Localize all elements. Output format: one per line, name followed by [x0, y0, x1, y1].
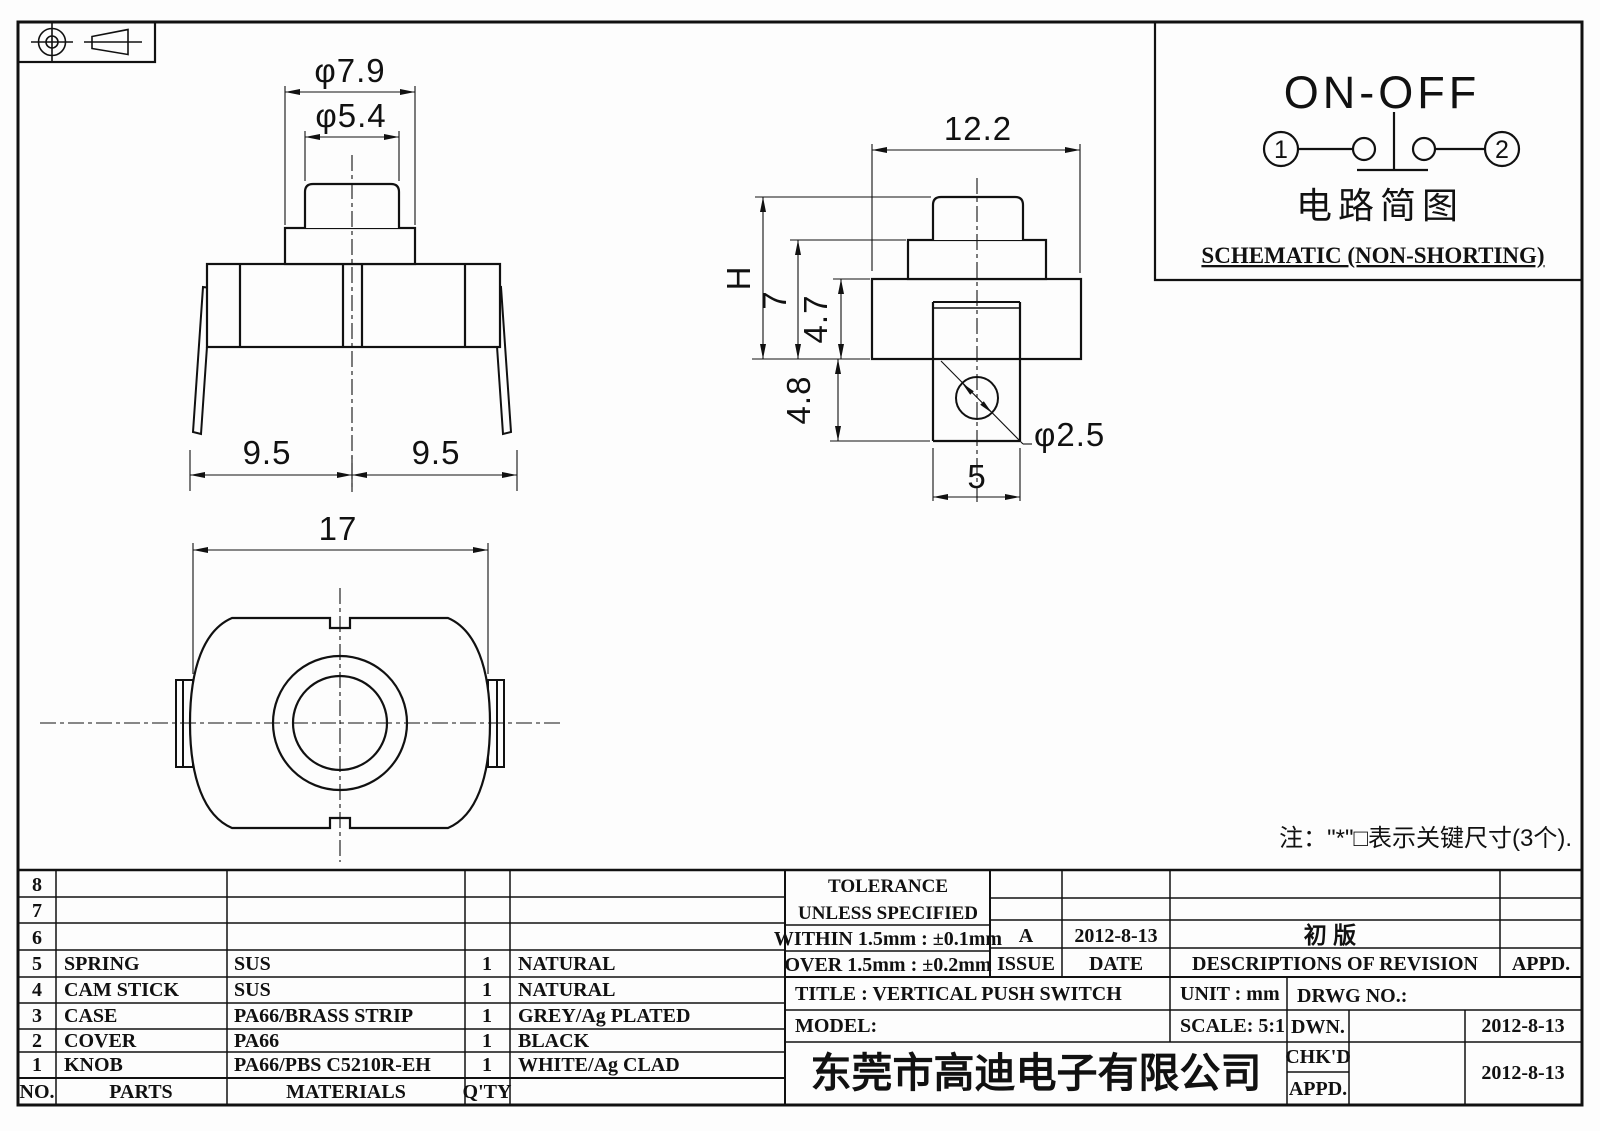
tolerance-revision-grid — [785, 868, 1582, 978]
tolerance-block: TOLERANCE UNLESS SPECIFIED WITHIN 1.5mm … — [774, 876, 1003, 976]
model-field: MODEL: — [795, 1015, 877, 1037]
dim-front-knob-dia: φ5.4 — [315, 97, 386, 134]
header-qty: Q'TY — [463, 1081, 512, 1103]
revision-appd-label: APPD. — [1512, 953, 1570, 975]
unit-field: UNIT : mm — [1180, 983, 1280, 1005]
revision-description-label: DESCRIPTIONS OF REVISION — [1192, 953, 1479, 975]
row-no: 8 — [32, 874, 42, 896]
schematic-title: ON-OFF — [1284, 67, 1480, 118]
schematic-caption-en: SCHEMATIC (NON-SHORTING) — [1201, 243, 1544, 268]
dim-side-height-body: 4.7 — [797, 295, 834, 344]
schematic-circuit — [1262, 112, 1521, 172]
drwg-no-field: DRWG NO.: — [1297, 985, 1407, 1007]
row-part: SPRING — [64, 953, 140, 975]
bottom-view-centerlines — [40, 588, 560, 862]
contact-right-icon — [1411, 136, 1437, 162]
row-material: PA66 — [234, 1030, 279, 1052]
revision-description-value: 初 版 — [1304, 922, 1356, 948]
schematic-caption-cn: 电路简图 — [1296, 185, 1464, 226]
row-material: SUS — [234, 953, 271, 975]
appd-label: APPD. — [1289, 1078, 1347, 1100]
row-finish: NATURAL — [518, 953, 615, 975]
contact-left-icon — [1351, 136, 1377, 162]
row-no: 1 — [32, 1054, 42, 1076]
dim-side-height-upper: 7 — [756, 290, 793, 309]
row-qty: 1 — [482, 979, 492, 1001]
row-finish: NATURAL — [518, 979, 615, 1001]
row-qty: 1 — [482, 953, 492, 975]
revision-block: A 2012-8-13 初 版 ISSUE DATE DESCRIPTIONS … — [997, 922, 1570, 975]
title-field: TITLE : VERTICAL PUSH SWITCH — [795, 983, 1122, 1005]
tolerance-line1: TOLERANCE — [828, 876, 948, 897]
side-view: 12.2 H 7 4.7 4.8 5 φ2.5 — [720, 110, 1105, 505]
row-material: SUS — [234, 979, 271, 1001]
dim-side-height-total: H — [720, 266, 757, 291]
front-view-dimension-lines — [189, 86, 518, 491]
dwn-date: 2012-8-13 — [1481, 1015, 1564, 1037]
row-finish: GREY/Ag PLATED — [518, 1005, 690, 1027]
terminal-2-number: 2 — [1495, 136, 1509, 164]
dim-side-tab-length: 4.8 — [780, 376, 817, 425]
parts-table: 8 7 6 5 SPRING SUS 1 NATURAL 4 CAM STICK… — [20, 874, 691, 1103]
dim-front-pin-right: 9.5 — [412, 434, 461, 471]
dim-side-hole-dia: φ2.5 — [1034, 416, 1105, 453]
row-no: 5 — [32, 953, 42, 975]
revision-issue-value: A — [1019, 925, 1034, 947]
chkd-label: CHK'D — [1285, 1046, 1351, 1068]
chkd-date: 2012-8-13 — [1481, 1062, 1564, 1084]
row-qty: 1 — [482, 1005, 492, 1027]
row-part: KNOB — [64, 1054, 123, 1076]
hole-dim-arrowheads — [962, 383, 992, 413]
tolerance-line2: UNLESS SPECIFIED — [798, 903, 978, 924]
front-view: φ7.9 φ5.4 9.5 9.5 — [189, 52, 518, 492]
row-no: 4 — [32, 979, 42, 1001]
sheet-frame — [16, 20, 1584, 1107]
terminal-1-number: 1 — [1274, 136, 1288, 164]
title-block-grid — [785, 977, 1582, 1104]
projection-cone-icon — [91, 28, 129, 56]
key-dimension-note: 注："*"□表示关键尺寸(3个). — [1279, 825, 1572, 852]
row-no: 3 — [32, 1005, 42, 1027]
row-no: 7 — [32, 900, 42, 922]
dim-side-tab-width: 5 — [967, 458, 986, 495]
bottom-view: 17 — [40, 510, 560, 862]
company-name: 东莞市高迪电子有限公司 — [811, 1050, 1262, 1096]
row-qty: 1 — [482, 1054, 492, 1076]
header-no: NO. — [20, 1081, 55, 1103]
header-materials: MATERIALS — [286, 1081, 406, 1103]
bottom-view-dimension-lines — [192, 543, 489, 674]
row-part: COVER — [64, 1030, 137, 1052]
row-no: 2 — [32, 1030, 42, 1052]
row-qty: 1 — [482, 1030, 492, 1052]
front-view-body — [205, 182, 502, 349]
row-no: 6 — [32, 927, 42, 949]
dim-bottom-body-width: 17 — [319, 510, 358, 547]
dim-side-width: 12.2 — [944, 110, 1012, 147]
revision-date-label: DATE — [1089, 953, 1143, 975]
side-view-dimension-lines — [752, 144, 1081, 501]
dim-front-pin-left: 9.5 — [243, 434, 292, 471]
row-finish: WHITE/Ag CLAD — [518, 1054, 680, 1076]
tolerance-within: WITHIN 1.5mm : ±0.1mm — [774, 928, 1003, 950]
row-part: CASE — [64, 1005, 117, 1027]
title-block: TITLE : VERTICAL PUSH SWITCH UNIT : mm D… — [795, 983, 1565, 1100]
dim-front-knob-top-dia: φ7.9 — [314, 52, 385, 89]
dwn-label: DWN. — [1291, 1016, 1345, 1038]
revision-date-value: 2012-8-13 — [1074, 925, 1157, 947]
header-parts: PARTS — [109, 1081, 172, 1103]
row-material: PA66/PBS C5210R-EH — [234, 1054, 431, 1076]
revision-issue-label: ISSUE — [997, 953, 1055, 975]
parts-table-grid — [18, 868, 786, 1104]
row-part: CAM STICK — [64, 979, 179, 1001]
row-material: PA66/BRASS STRIP — [234, 1005, 413, 1027]
row-finish: BLACK — [518, 1030, 590, 1052]
tolerance-over: OVER 1.5mm : ±0.2mm — [784, 954, 991, 976]
schematic-panel: ON-OFF 1 2 电路简图 SCHEMATIC (NON-SHORTING) — [1201, 67, 1544, 268]
projection-symbol — [31, 23, 142, 61]
scale-field: SCALE: 5:1 — [1180, 1015, 1285, 1037]
